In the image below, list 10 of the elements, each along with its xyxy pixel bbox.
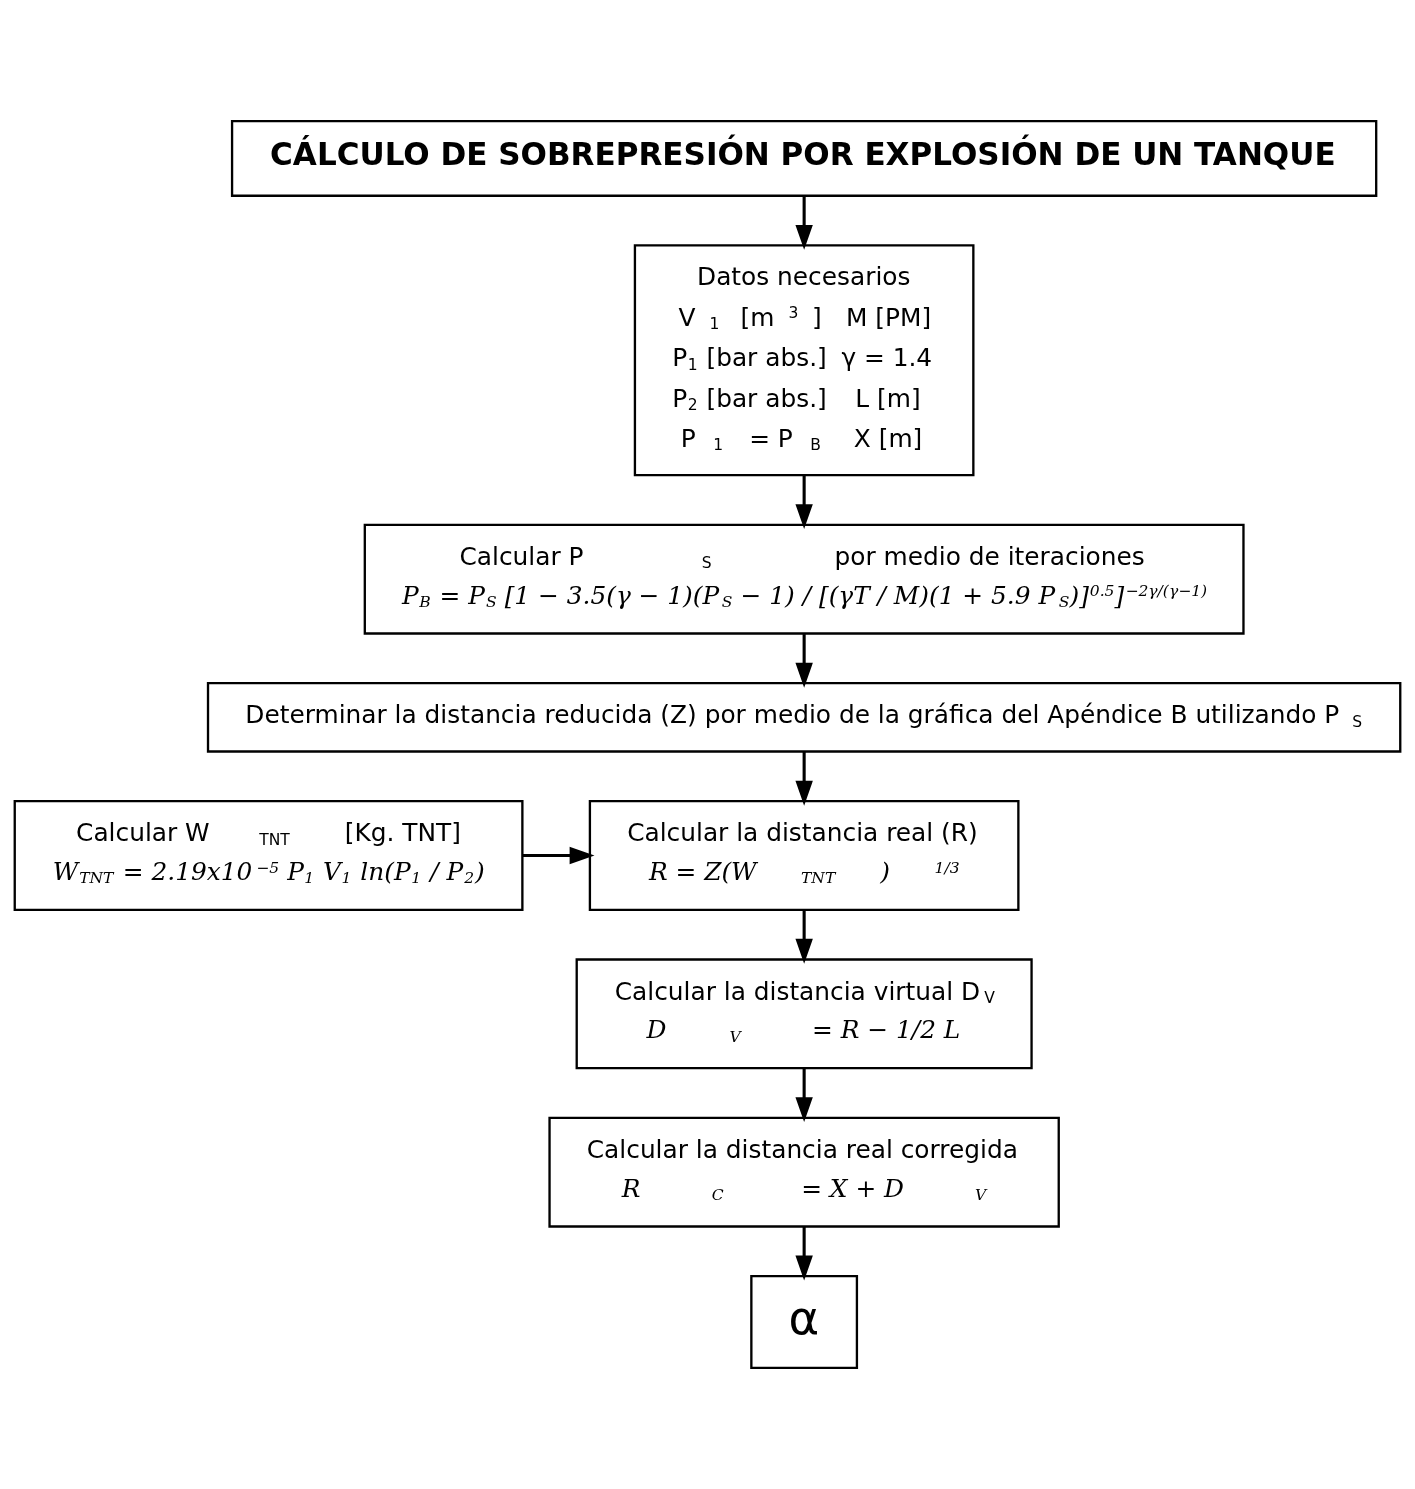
arrow: [795, 475, 813, 529]
arrow: [795, 196, 813, 250]
node-box: α: [750, 1275, 859, 1369]
node-box: CÁLCULO DE SOBREPRESIÓN POR EXPLOSIÓN DE UN TANQUE: [230, 120, 1378, 197]
arrow: [795, 910, 813, 964]
arrow: [795, 751, 813, 806]
arrow: [795, 1226, 813, 1281]
arrow: [795, 634, 813, 688]
arrow: [522, 846, 595, 865]
arrow: [795, 1068, 813, 1123]
